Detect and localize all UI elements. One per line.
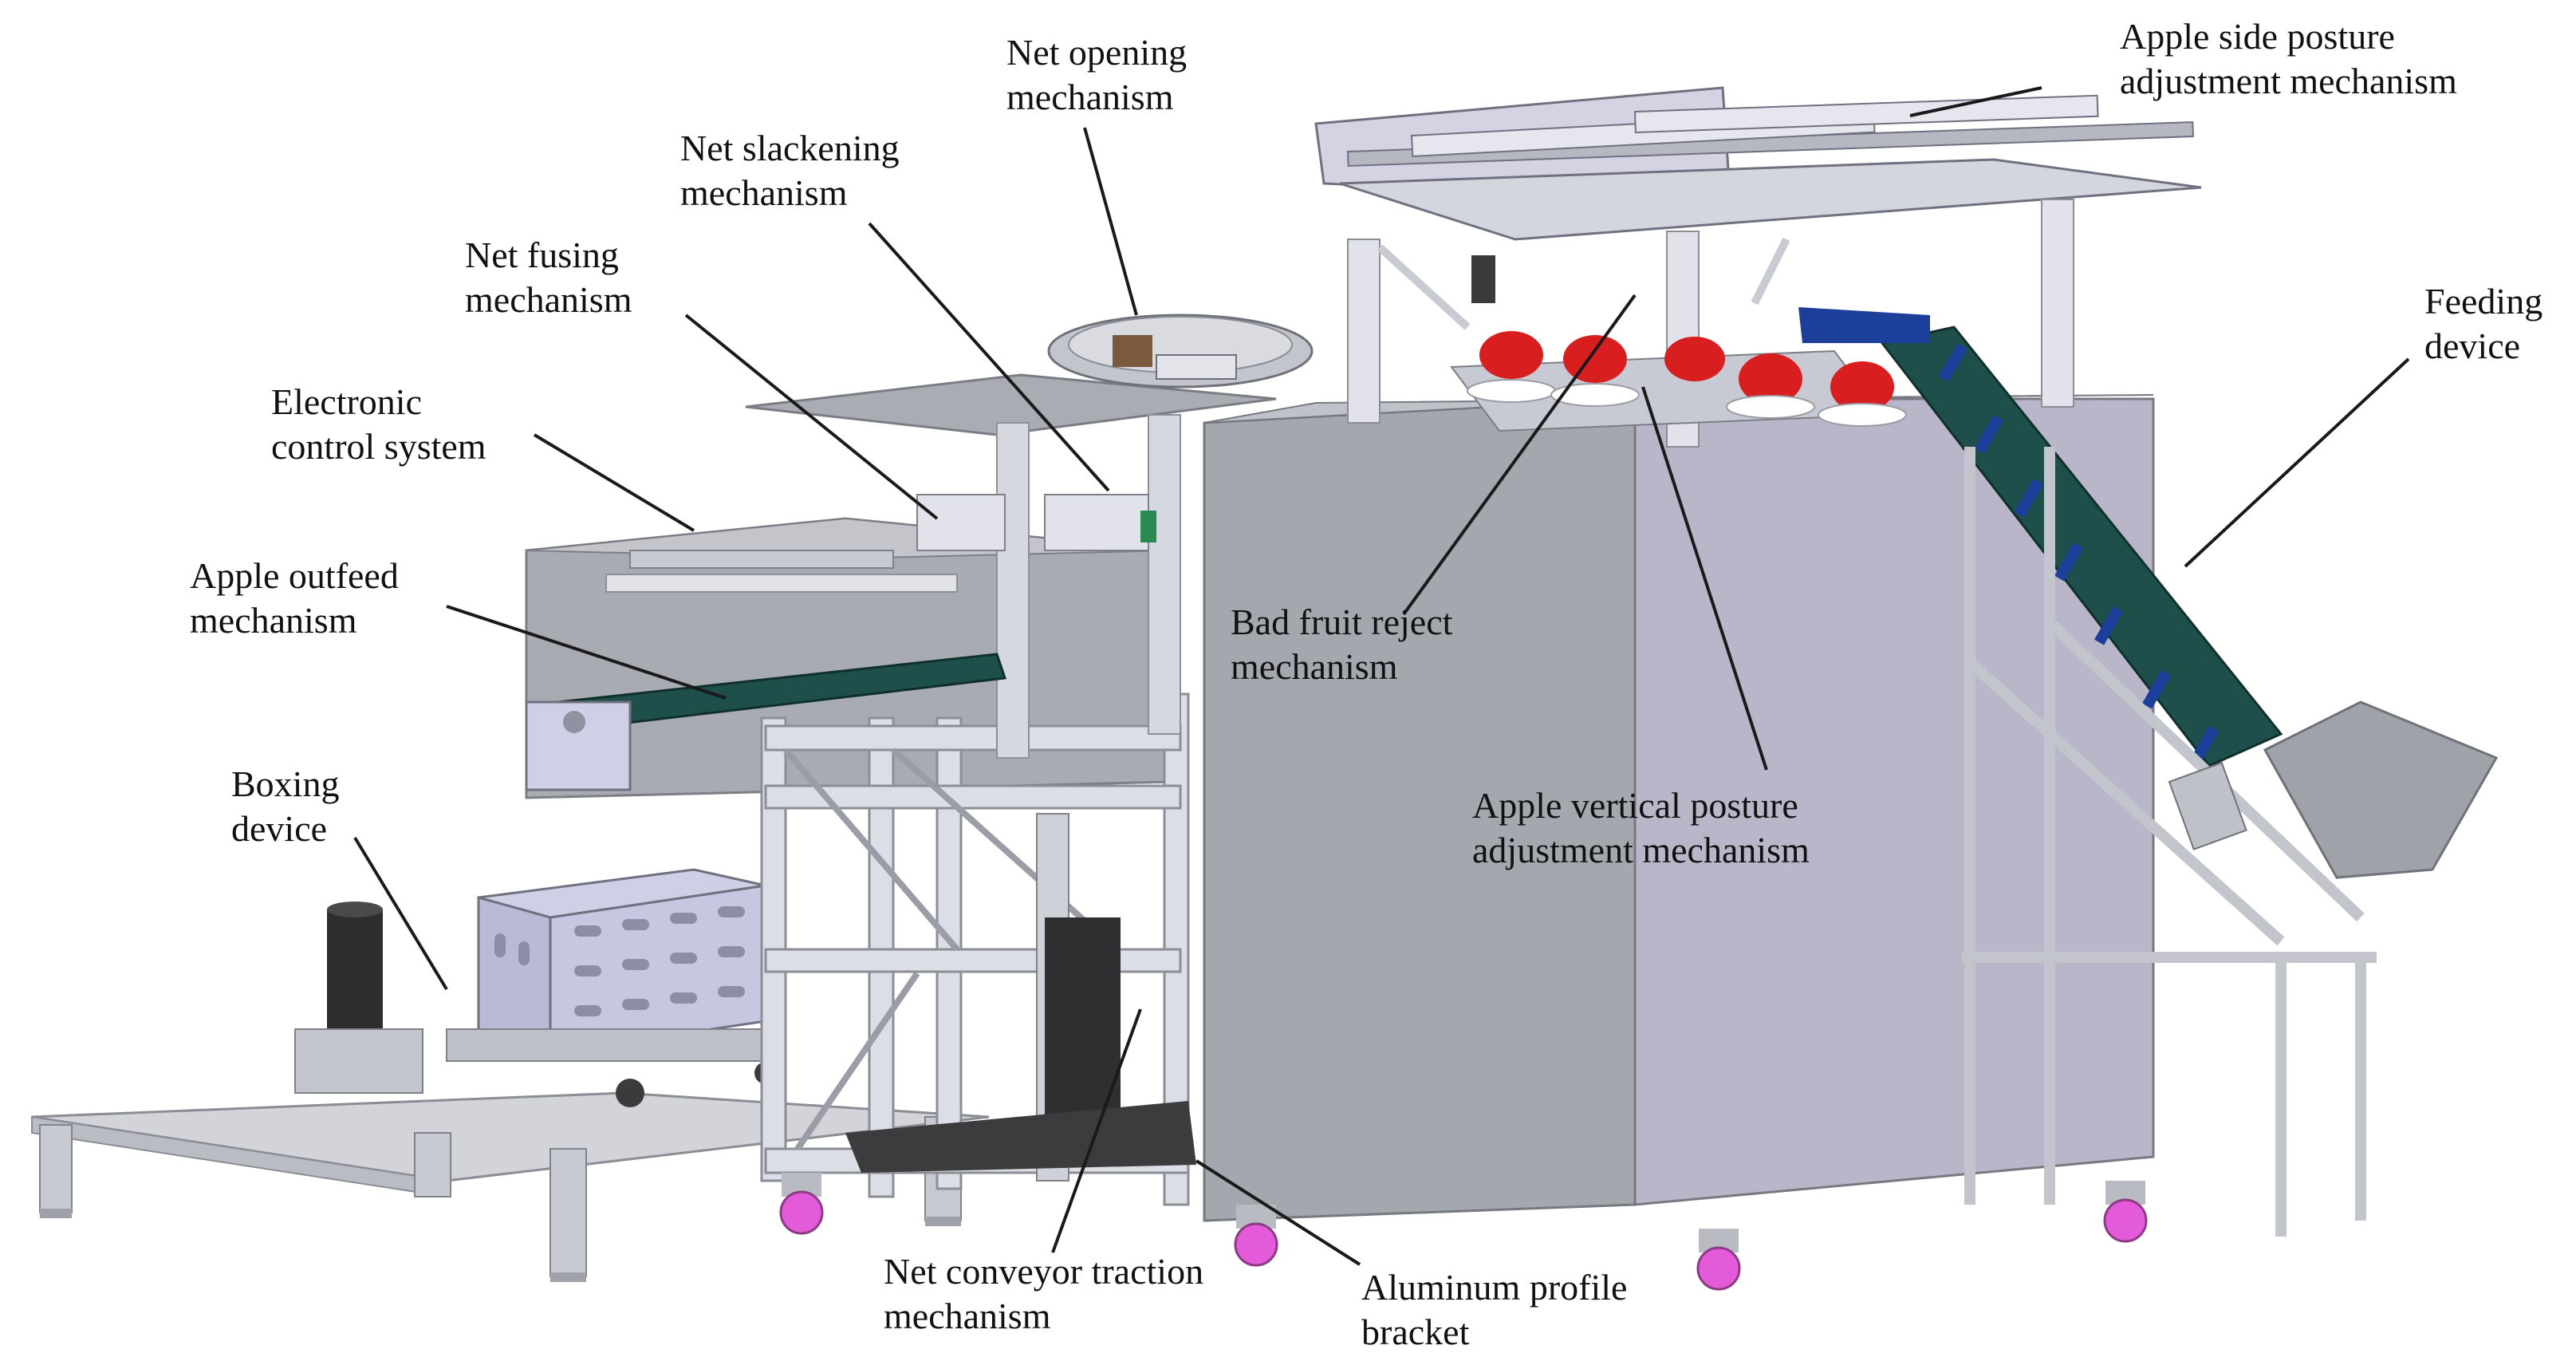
main-cabinet <box>1203 394 2155 1222</box>
label-bad-fruit-reject-mechanism: Bad fruit reject mechanism <box>1231 602 1453 687</box>
label-apple-side-posture-adjustment-mechanism: Apple side posture adjustment mechanism <box>2120 16 2457 101</box>
label-boxing-device: Boxing device <box>231 763 340 849</box>
upper-plate-assembly <box>605 373 1277 759</box>
label-electronic-control-system: Electronic control system <box>271 381 486 467</box>
side-posture-frame <box>1314 86 2202 448</box>
casters <box>779 1173 2148 1291</box>
label-net-opening-mechanism: Net opening mechanism <box>1006 32 1188 117</box>
label-feeding-device: Feeding device <box>2424 281 2543 366</box>
boxing-device-platform <box>31 1091 990 1282</box>
boxing-crate <box>294 868 782 1107</box>
feeding-conveyor <box>1798 307 2499 1237</box>
label-net-conveyor-traction-mechanism: Net conveyor traction mechanism <box>884 1251 1204 1336</box>
apple-outfeed-conveyor <box>525 653 1007 791</box>
apples-row <box>1450 331 1907 432</box>
aluminum-frame <box>760 692 1190 1206</box>
label-aluminum-profile-bracket: Aluminum profile bracket <box>1361 1267 1628 1352</box>
label-apple-vertical-posture-adjustment-mechanism: Apple vertical posture adjustment mechan… <box>1472 785 1810 870</box>
net-opening-ring <box>1047 314 1314 389</box>
label-net-fusing-mechanism: Net fusing mechanism <box>465 235 632 320</box>
label-net-slackening-mechanism: Net slackening mechanism <box>680 128 900 213</box>
net-conveyor-traction-unit <box>845 813 1196 1182</box>
leader-lines <box>353 86 2410 1266</box>
label-apple-outfeed-mechanism: Apple outfeed mechanism <box>190 555 399 641</box>
